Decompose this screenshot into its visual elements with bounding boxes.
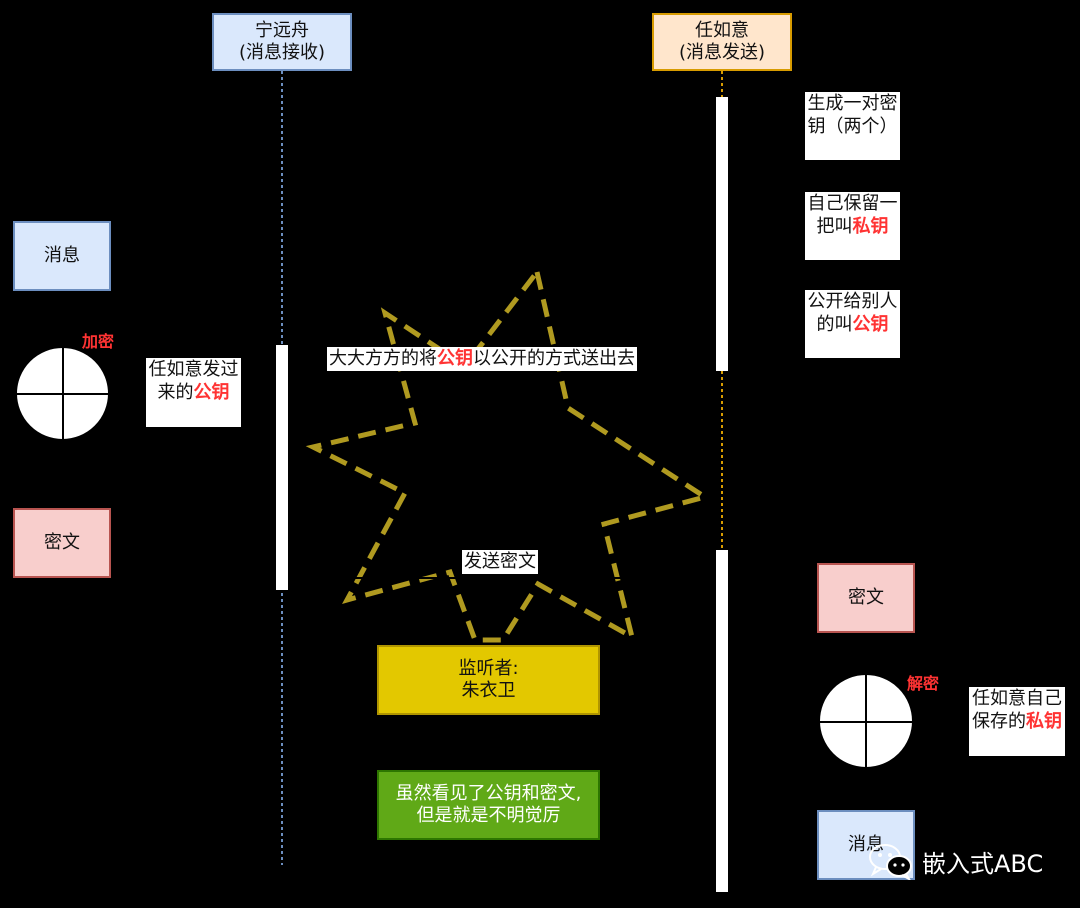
- receiver-message-box: 消息: [13, 221, 111, 291]
- encrypt-circle: [15, 346, 110, 441]
- send-public-key-label: 大大方方的将公钥以公开的方式送出去: [327, 347, 637, 371]
- receiver-ciphertext-text: 密文: [44, 532, 80, 553]
- receiver-key-note: 任如意发过来的公钥: [146, 358, 241, 427]
- send-ciphertext-text: 发送密文: [464, 551, 536, 572]
- private-key-note-key: 私钥: [852, 216, 889, 237]
- private-key-note-text: 自己保留一把叫: [807, 193, 898, 237]
- sender-key-note: 任如意自己保存的私钥: [969, 687, 1065, 756]
- receiver-name: 宁远舟: [255, 20, 309, 41]
- sender-key-note-key: 私钥: [1026, 711, 1062, 732]
- receiver-activation-bar: [276, 345, 288, 590]
- receiver-key-note-text: 任如意发过来的: [148, 359, 239, 403]
- receiver-role: (消息接收): [238, 42, 326, 63]
- public-key-note: 公开给别人的叫公钥: [805, 290, 900, 358]
- public-key-arrowhead: [288, 354, 296, 362]
- conclusion-line2: 但是就是不明觉厉: [416, 805, 561, 826]
- sender-role: (消息发送): [678, 42, 766, 63]
- sender-name: 任如意: [695, 20, 749, 41]
- receiver-ciphertext-box: 密文: [13, 508, 111, 578]
- eavesdropper-star: [305, 266, 712, 643]
- conclusion-line1: 虽然看见了公钥和密文,: [395, 783, 582, 804]
- sender-activation-bar-bottom: [716, 550, 728, 892]
- eavesdropper-box: 监听者: 朱衣卫: [377, 645, 600, 715]
- conclusion-box: 虽然看见了公钥和密文, 但是就是不明觉厉: [377, 770, 600, 840]
- decrypt-label: 解密: [907, 674, 940, 693]
- encrypt-circle-vline: [62, 348, 64, 439]
- wechat-icon: [869, 844, 912, 880]
- generate-keys-text: 生成一对密钥（两个）: [807, 93, 898, 137]
- receiver-key-note-key: 公钥: [193, 382, 230, 403]
- encrypt-label: 加密: [82, 332, 115, 351]
- ciphertext-arrowhead: [708, 574, 716, 582]
- eavesdropper-name: 朱衣卫: [461, 680, 516, 701]
- sender-ciphertext-text: 密文: [848, 587, 884, 608]
- send-public-key-key: 公钥: [437, 348, 473, 369]
- sender-message-text: 消息: [848, 834, 884, 855]
- eavesdropper-title: 监听者:: [458, 658, 519, 679]
- private-key-note: 自己保留一把叫私钥: [805, 192, 900, 260]
- public-key-note-key: 公钥: [852, 314, 889, 335]
- decrypt-circle: [818, 673, 914, 769]
- watermark-text: 嵌入式ABC: [922, 849, 1044, 878]
- decrypt-circle-vline: [865, 675, 867, 767]
- generate-keys-note: 生成一对密钥（两个）: [805, 92, 900, 160]
- watermark: 嵌入式ABC: [868, 838, 1078, 884]
- public-key-note-text: 公开给别人的叫: [807, 291, 898, 335]
- sender-participant: 任如意 (消息发送): [652, 13, 792, 71]
- sender-key-note-text: 任如意自己保存的: [972, 688, 1062, 732]
- sender-activation-bar-top: [716, 97, 728, 371]
- sender-ciphertext-box: 密文: [817, 563, 915, 633]
- receiver-message-text: 消息: [44, 245, 80, 266]
- send-public-key-suffix: 以公开的方式送出去: [473, 348, 635, 369]
- send-public-key-prefix: 大大方方的将: [329, 348, 437, 369]
- send-ciphertext-label: 发送密文: [462, 550, 538, 574]
- receiver-participant: 宁远舟 (消息接收): [212, 13, 352, 71]
